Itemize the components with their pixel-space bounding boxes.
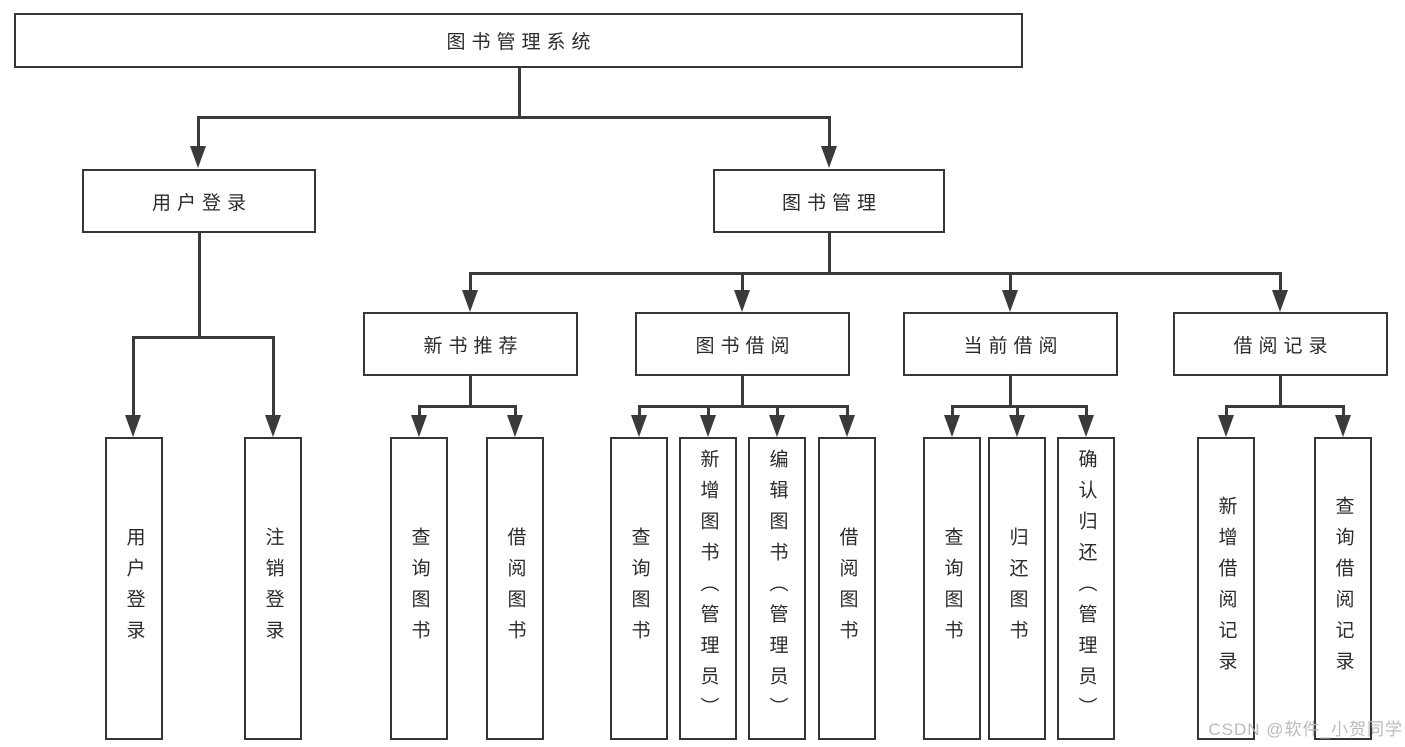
leaf-bb-add-books-admin: 新增图书（管理员） — [679, 437, 737, 740]
leaf-cb-return-books: 归还图书 — [988, 437, 1046, 740]
node-borrow-records: 借阅记录 — [1173, 312, 1388, 376]
connector-drop-leaf — [1016, 405, 1019, 417]
leaf-cb-confirm-return-admin: 确认归还（管理员） — [1057, 437, 1115, 740]
connector-current-borrow-stem — [1009, 375, 1012, 407]
leaf-nbr-borrow-books: 借阅图书 — [486, 437, 544, 740]
arrow-down-icon — [769, 415, 785, 437]
connector-drop-leaf — [1085, 405, 1088, 417]
connector-book-borrow-stem — [741, 375, 744, 407]
arrow-down-icon — [125, 415, 141, 437]
arrow-down-icon — [631, 415, 647, 437]
node-label: 新书推荐 — [423, 335, 524, 357]
node-current-borrow: 当前借阅 — [903, 312, 1118, 376]
connector-drop-leaf-user-login — [132, 336, 135, 416]
connector-drop-leaf — [418, 405, 421, 417]
arrow-down-icon — [462, 290, 478, 312]
leaf-label: 借阅图书 — [836, 526, 858, 651]
arrow-down-icon — [1078, 415, 1094, 437]
connector-drop-leaf — [638, 405, 641, 417]
arrow-down-icon — [1272, 290, 1288, 312]
connector-book-management-split — [469, 272, 1282, 275]
connector-new-book-stem — [469, 375, 472, 407]
leaf-label: 借阅图书 — [504, 526, 526, 651]
connector-user-login-stem — [198, 232, 201, 336]
leaf-user-login: 用户登录 — [105, 437, 163, 740]
connector-drop-leaf — [1225, 405, 1228, 417]
connector-new-book-split — [418, 405, 517, 408]
arrow-down-icon — [839, 415, 855, 437]
connector-root-split — [197, 116, 830, 119]
node-label: 借阅记录 — [1233, 335, 1334, 357]
connector-drop-new-book — [469, 272, 472, 292]
connector-book-borrow-split — [638, 405, 848, 408]
leaf-label: 查询图书 — [408, 526, 430, 651]
arrow-down-icon — [1002, 290, 1018, 312]
leaf-label: 归还图书 — [1006, 526, 1028, 651]
node-book-management: 图书管理 — [713, 169, 945, 233]
connector-drop-book-management — [828, 116, 831, 148]
node-new-book-recommend: 新书推荐 — [363, 312, 578, 376]
node-label: 图书管理系统 — [446, 32, 597, 53]
arrow-down-icon — [700, 415, 716, 437]
arrow-down-icon — [411, 415, 427, 437]
node-user-login: 用户登录 — [82, 169, 316, 233]
arrow-down-icon — [1009, 415, 1025, 437]
connector-drop-leaf — [776, 405, 779, 417]
node-label: 用户登录 — [151, 192, 252, 214]
leaf-cb-query-books: 查询图书 — [923, 437, 981, 740]
connector-user-login-split — [132, 336, 274, 339]
arrow-down-icon — [821, 146, 837, 168]
connector-drop-leaf — [846, 405, 849, 417]
connector-drop-current-borrow — [1009, 272, 1012, 292]
connector-root-stem — [518, 67, 521, 117]
leaf-label: 确认归还（管理员） — [1075, 449, 1097, 728]
connector-drop-leaf-logout — [272, 336, 275, 416]
arrow-down-icon — [944, 415, 960, 437]
arrow-down-icon — [507, 415, 523, 437]
connector-drop-leaf — [951, 405, 954, 417]
node-root: 图书管理系统 — [14, 13, 1023, 68]
leaf-logout: 注销登录 — [244, 437, 302, 740]
leaf-label: 新增图书（管理员） — [697, 449, 719, 728]
leaf-nbr-query-books: 查询图书 — [390, 437, 448, 740]
arrow-down-icon — [734, 290, 750, 312]
connector-borrow-records-split — [1225, 405, 1345, 408]
leaf-label: 查询图书 — [941, 526, 963, 651]
node-label: 图书借阅 — [695, 335, 796, 357]
leaf-bb-edit-books-admin: 编辑图书（管理员） — [748, 437, 806, 740]
node-label: 当前借阅 — [963, 335, 1064, 357]
leaf-br-query-record: 查询借阅记录 — [1314, 437, 1372, 740]
node-book-borrow: 图书借阅 — [635, 312, 850, 376]
connector-drop-leaf — [707, 405, 710, 417]
leaf-label: 用户登录 — [123, 526, 145, 651]
node-label: 图书管理 — [781, 192, 882, 214]
arrow-down-icon — [1335, 415, 1351, 437]
arrow-down-icon — [1218, 415, 1234, 437]
connector-drop-book-borrow — [741, 272, 744, 292]
leaf-label: 新增借阅记录 — [1215, 495, 1237, 682]
csdn-watermark: CSDN @软件_小贺同学 — [1208, 720, 1403, 739]
leaf-bb-borrow-books: 借阅图书 — [818, 437, 876, 740]
arrow-down-icon — [190, 146, 206, 168]
arrow-down-icon — [265, 415, 281, 437]
leaf-br-add-record: 新增借阅记录 — [1197, 437, 1255, 740]
leaf-label: 查询借阅记录 — [1332, 495, 1354, 682]
connector-book-management-stem — [828, 232, 831, 274]
leaf-bb-query-books: 查询图书 — [610, 437, 668, 740]
connector-drop-user-login — [197, 116, 200, 148]
leaf-label: 查询图书 — [628, 526, 650, 651]
connector-current-borrow-split — [951, 405, 1088, 408]
connector-drop-borrow-records — [1279, 272, 1282, 292]
connector-drop-leaf — [1342, 405, 1345, 417]
connector-drop-leaf — [514, 405, 517, 417]
leaf-label: 编辑图书（管理员） — [766, 449, 788, 728]
connector-borrow-records-stem — [1279, 375, 1282, 407]
leaf-label: 注销登录 — [262, 526, 284, 651]
